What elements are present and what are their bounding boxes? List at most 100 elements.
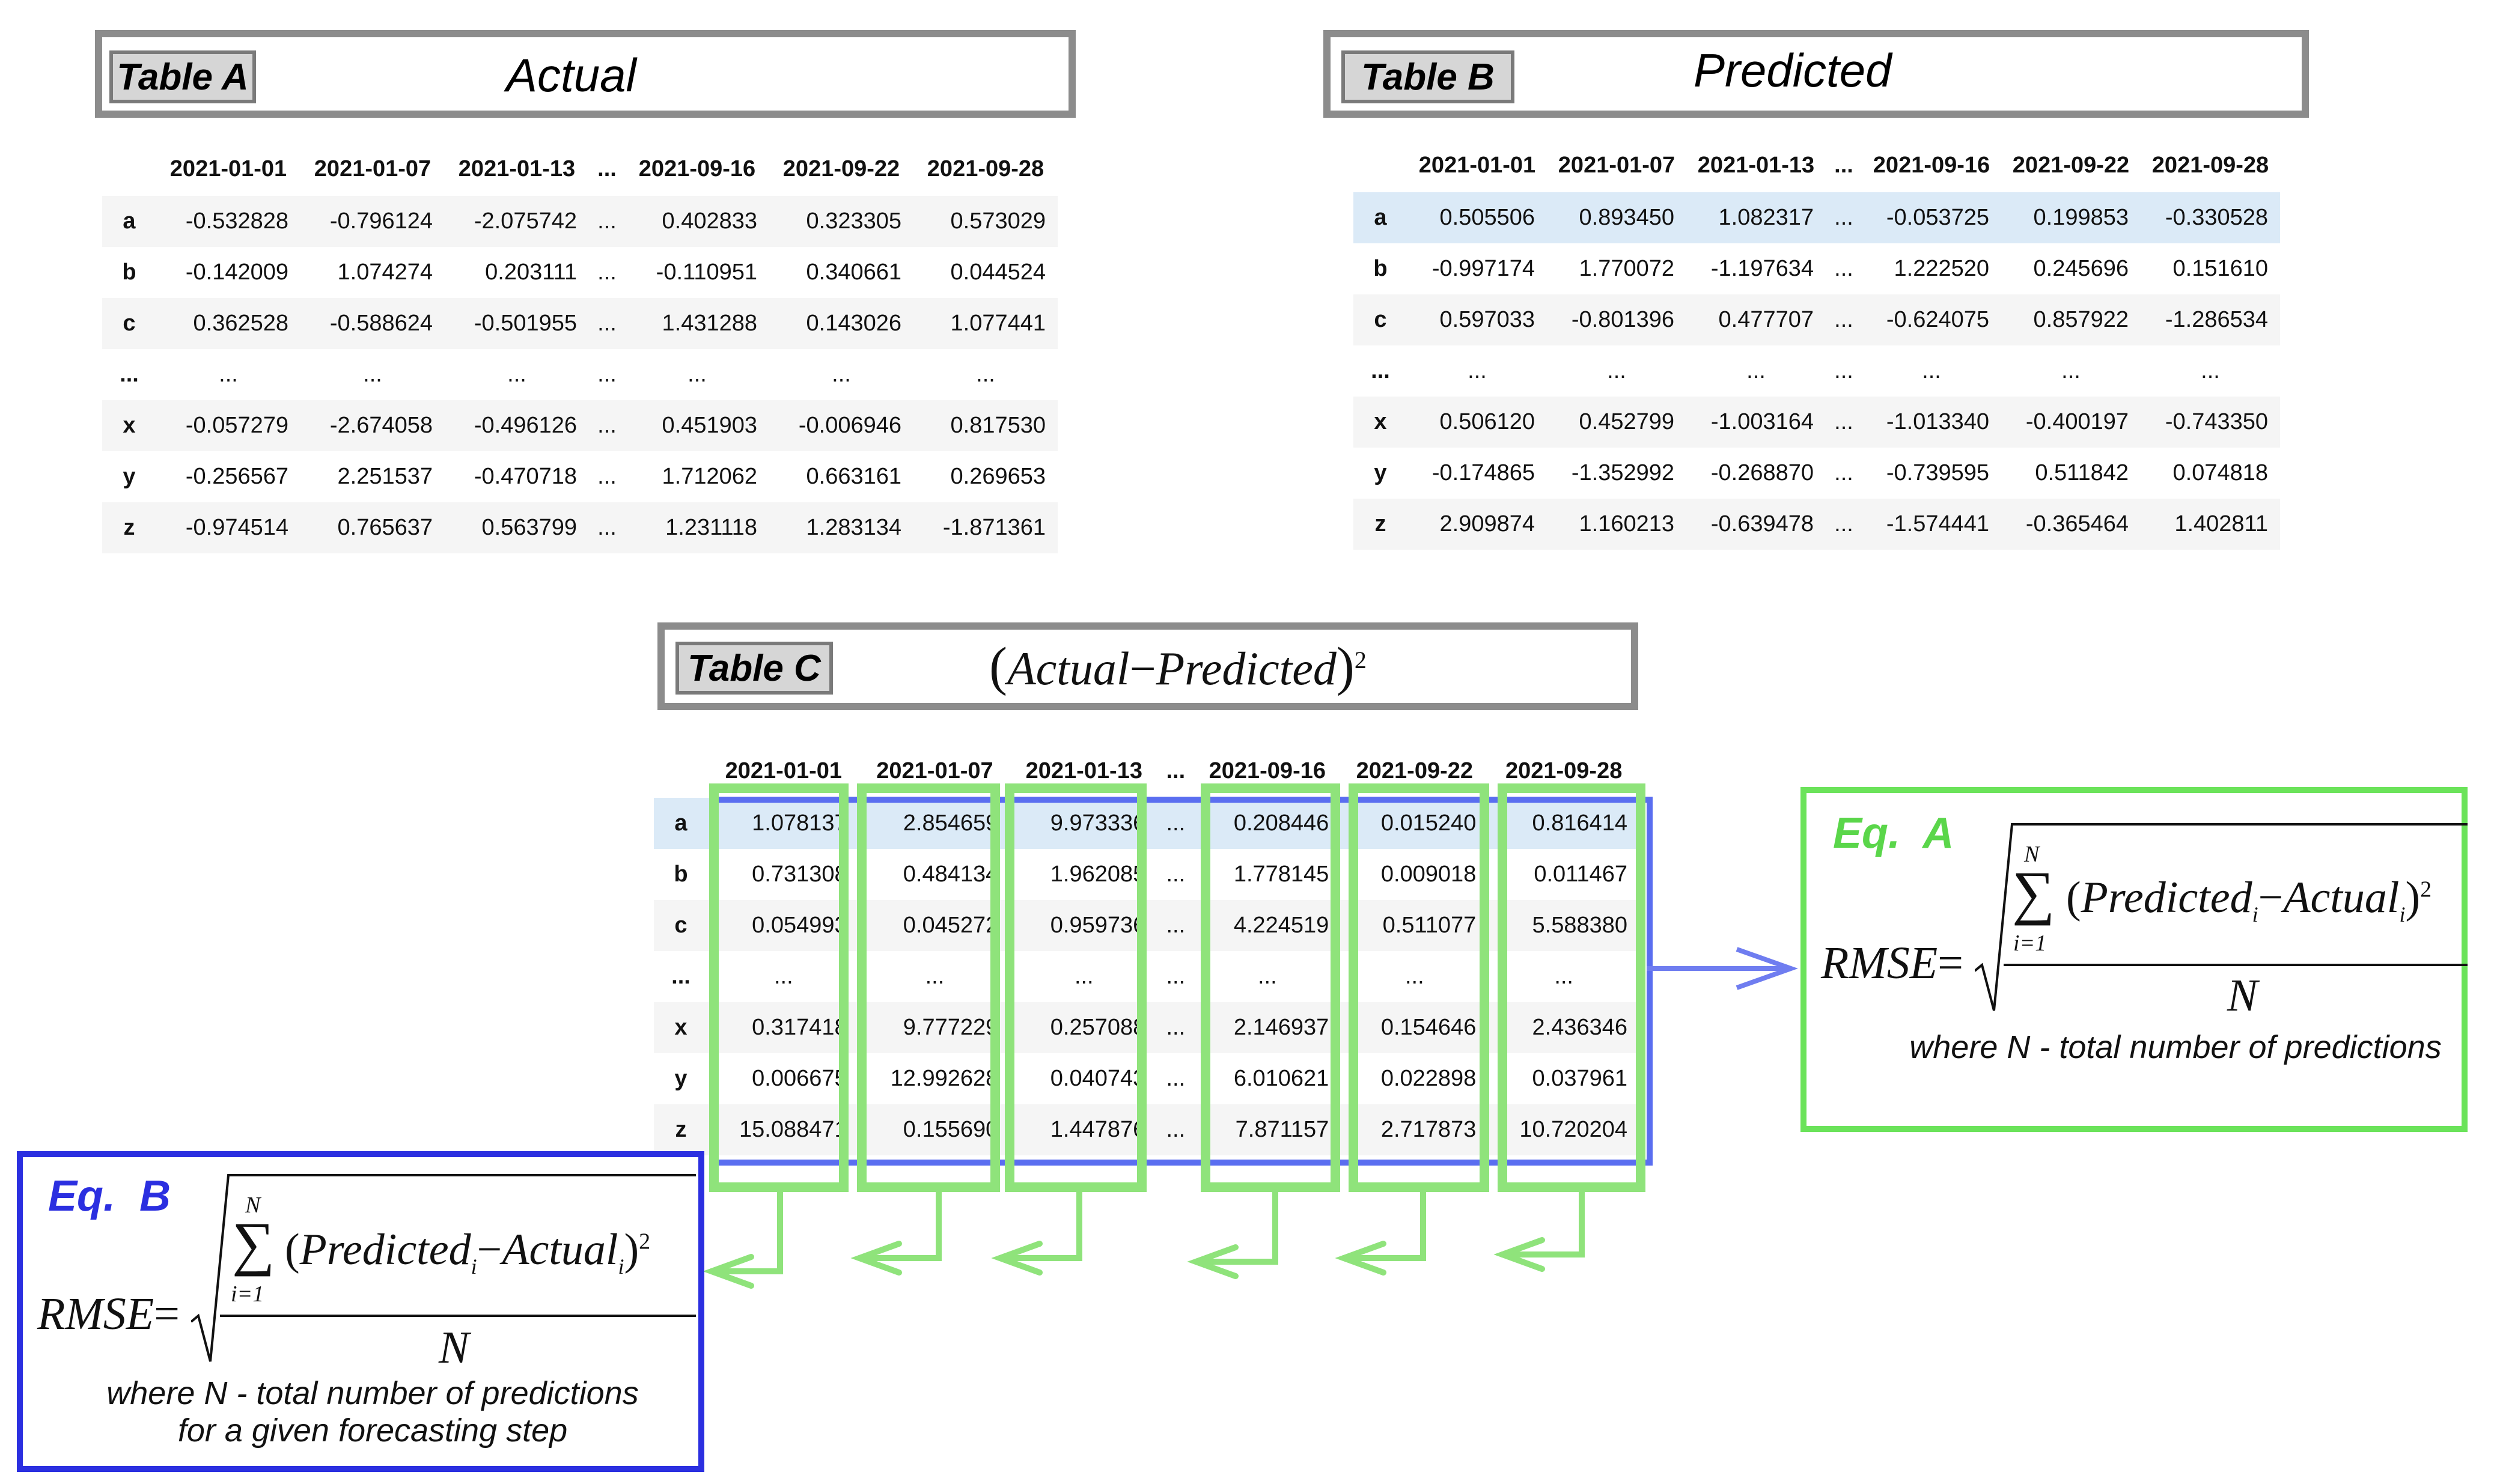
row-label: b	[674, 862, 688, 887]
table-cell: ...	[1922, 358, 1941, 383]
table-cell: 0.765637	[300, 502, 445, 553]
table-cell: ...	[363, 362, 382, 387]
table-cell: 2.251537	[337, 464, 433, 489]
table-cell: -0.532828	[156, 196, 300, 247]
table-row: y-0.174865-1.352992-0.268870...-0.739595…	[1353, 448, 2280, 499]
table-cell: 0.484134	[903, 862, 999, 887]
table-cell: 0.362528	[156, 298, 300, 349]
eq-a-label: Eq. A	[1833, 809, 1954, 857]
column-header: 2021-09-16	[1873, 152, 1990, 178]
paren-open: (	[989, 637, 1007, 696]
eq-a-sum-bottom: i=1	[2013, 931, 2047, 956]
eq-a-minus: −	[2258, 873, 2284, 922]
eq-b-predicted: Predicted	[299, 1225, 471, 1274]
table-cell: 0.597033	[1407, 294, 1547, 345]
eq-a-predicted: Predicted	[2081, 873, 2252, 922]
table-cell: 0.040743	[1050, 1066, 1146, 1091]
table-cell: -2.075742	[445, 196, 589, 247]
eq-b-paren-close: )	[624, 1225, 639, 1274]
row-label: x	[654, 1002, 708, 1053]
table-cell: -0.006946	[769, 400, 913, 451]
green-arrow	[1187, 1189, 1278, 1279]
table-cell: 0.011467	[1534, 862, 1627, 887]
table-cell: ...	[507, 362, 526, 387]
table-cell: ...	[589, 400, 625, 451]
row-label: ...	[671, 964, 691, 989]
eq-b-label: Eq. B	[48, 1172, 171, 1220]
table-cell: ...	[1746, 358, 1766, 383]
table-cell: 15.088471	[708, 1104, 859, 1155]
green-column-highlight	[1349, 783, 1489, 1192]
table-cell: 12.992628	[890, 1066, 999, 1091]
column-header: 2021-09-16	[1209, 758, 1326, 783]
table-cell: 0.155690	[859, 1104, 1011, 1155]
table-cell: 0.045272	[859, 900, 1011, 951]
row-label: c	[102, 298, 156, 349]
row-label: b	[1373, 256, 1388, 281]
row-label: z	[1353, 499, 1407, 550]
table-cell: -0.624075	[1862, 294, 2001, 345]
table-cell: 0.022898	[1380, 1066, 1477, 1091]
column-header: 2021-01-13	[458, 156, 576, 181]
eq-b-actual: Actual	[502, 1225, 618, 1274]
table-cell: 7.871157	[1194, 1104, 1341, 1155]
table-cell: 0.006675	[752, 1066, 847, 1091]
table-a-title-box	[95, 30, 1076, 118]
table-cell: ...	[976, 362, 995, 387]
eq-a-equals: =	[1938, 938, 1964, 988]
row-label: a	[1353, 192, 1407, 243]
table-cell: ...	[1166, 1066, 1186, 1091]
eq-a-lhs: RMSE=	[1821, 937, 1963, 990]
column-header: 2021-01-07	[1558, 152, 1675, 178]
table-cell: ...	[589, 196, 625, 247]
table-cell: -0.501955	[445, 298, 589, 349]
table-cell: ...	[1826, 294, 1862, 345]
table-cell: 0.663161	[806, 464, 902, 489]
green-arrow	[850, 1189, 942, 1276]
table-cell: 0.269653	[950, 464, 1046, 489]
table-cell: ...	[1468, 358, 1487, 383]
table-cell: -0.801396	[1547, 294, 1686, 345]
column-header: ...	[597, 156, 617, 181]
table-cell: ...	[597, 464, 617, 489]
eq-a-note: where N - total number of predictions	[1909, 1029, 2442, 1065]
table-cell: 0.009018	[1380, 862, 1477, 887]
table-cell: ...	[1074, 964, 1094, 989]
table-cell: 1.962085	[1050, 862, 1146, 887]
table-cell: 0.857922	[2001, 294, 2141, 345]
column-header: 2021-01-13	[1697, 152, 1815, 178]
table-cell: ...	[688, 362, 707, 387]
eq-b-numerator: (Predictedi−Actuali)2	[285, 1224, 650, 1279]
table-cell: ...	[1826, 192, 1862, 243]
table-cell: ...	[1166, 964, 1186, 989]
table-cell: -0.365464	[2001, 499, 2141, 550]
row-label: x	[102, 400, 156, 451]
row-label: c	[1353, 294, 1407, 345]
column-header: ...	[1166, 758, 1186, 783]
eq-a-sigma: ∑	[2012, 859, 2055, 926]
table-cell: 0.477707	[1686, 294, 1826, 345]
eq-b-sub-i-1: i	[471, 1254, 477, 1279]
table-cell: -0.142009	[185, 260, 288, 285]
row-label: y	[1374, 460, 1387, 485]
table-cell: 0.505506	[1407, 192, 1547, 243]
title-minus: −	[1129, 642, 1156, 695]
table-cell: 6.010621	[1233, 1066, 1329, 1091]
table-cell: ...	[1157, 1002, 1194, 1053]
table-cell: ...	[597, 362, 617, 387]
table-c-tag: Table C	[675, 642, 833, 695]
eq-a-actual: Actual	[2283, 873, 2400, 922]
green-column-highlight	[709, 783, 849, 1192]
table-cell: 10.720204	[1488, 1104, 1639, 1155]
eq-a-denominator: N	[2227, 970, 2258, 1021]
table-cell: 9.777229	[859, 1002, 1011, 1053]
column-header: 2021-09-16	[638, 156, 756, 181]
table-cell: -2.674058	[300, 400, 445, 451]
table-cell: 2.436346	[1488, 1002, 1639, 1053]
eq-a-box	[1800, 787, 2468, 1132]
